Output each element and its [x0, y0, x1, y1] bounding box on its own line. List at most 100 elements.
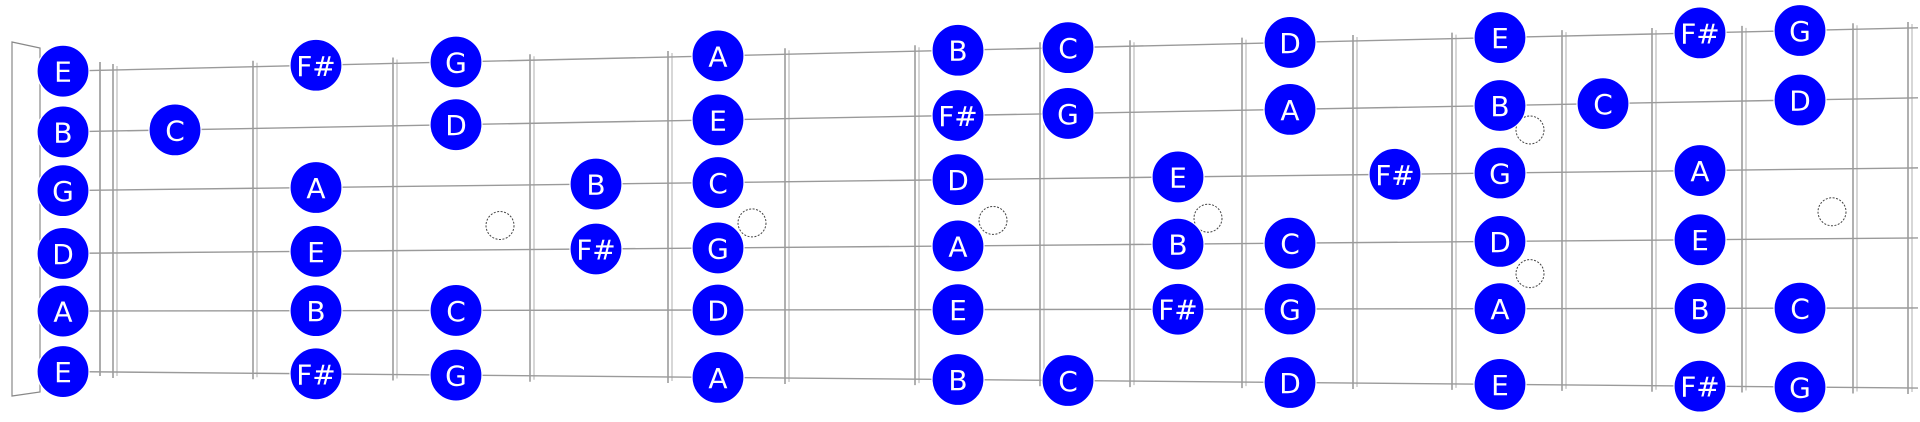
- note-label: F#: [1680, 17, 1720, 50]
- note-marker: G: [429, 348, 483, 402]
- note-marker: B: [931, 352, 985, 407]
- note-label: D: [1279, 367, 1301, 400]
- note-marker: F#: [289, 38, 343, 92]
- note-dot: [429, 98, 483, 152]
- note-dot: [691, 350, 745, 404]
- note-dot: [1041, 353, 1095, 408]
- note-label: A: [948, 230, 967, 263]
- note-label: B: [53, 116, 72, 149]
- note-marker: A: [289, 160, 343, 215]
- note-marker: G: [1473, 146, 1527, 200]
- inlay-marker-fret-15: [1817, 197, 1847, 227]
- note-marker: F#: [289, 347, 343, 401]
- note-dot: [691, 221, 745, 275]
- note-marker: D: [691, 283, 745, 337]
- note-dot: [931, 23, 985, 77]
- note-label: G: [1789, 372, 1811, 405]
- note-label: G: [52, 175, 74, 208]
- note-dot: [1773, 281, 1827, 335]
- note-marker: A: [1473, 282, 1527, 336]
- note-dot: [1263, 355, 1317, 410]
- note-label: F#: [938, 100, 978, 133]
- note-marker: G: [1263, 282, 1317, 336]
- note-dot: [1673, 213, 1727, 267]
- note-marker: E: [289, 224, 343, 278]
- note-dot: [289, 224, 343, 278]
- note-dot: [1041, 21, 1095, 75]
- inlay-marker-fret-3: [485, 211, 515, 241]
- note-marker: F#: [569, 222, 623, 276]
- inlay-markers: [485, 115, 1847, 289]
- note-dot: [1773, 3, 1827, 58]
- note-label: G: [445, 360, 467, 393]
- note-dot: [1151, 282, 1205, 336]
- note-dot: [1151, 217, 1205, 271]
- note-label: F#: [296, 50, 336, 83]
- note-marker: E: [1673, 213, 1727, 267]
- note-label: D: [707, 294, 729, 327]
- note-marker: D: [1263, 355, 1317, 410]
- note-dot: [1263, 216, 1317, 270]
- note-dot: [1773, 360, 1827, 414]
- note-label: F#: [1680, 371, 1720, 404]
- note-label: G: [445, 46, 467, 79]
- note-marker: A: [931, 219, 985, 273]
- note-marker: E: [1473, 357, 1527, 411]
- note-dot: [1576, 77, 1630, 131]
- note-marker: A: [36, 284, 90, 338]
- note-dot: [429, 283, 483, 338]
- note-dot: [429, 348, 483, 402]
- note-label: G: [707, 232, 729, 265]
- note-marker: C: [1773, 281, 1827, 335]
- note-dot: [1473, 357, 1527, 411]
- note-dot: [931, 352, 985, 407]
- note-label: C: [1593, 88, 1613, 121]
- note-dot: [1473, 214, 1527, 269]
- note-dot: [931, 88, 985, 143]
- note-label: B: [948, 364, 967, 397]
- inlay-marker-fret-9: [1193, 203, 1223, 233]
- note-dot: [1041, 86, 1095, 141]
- note-dot: [1473, 282, 1527, 336]
- note-label: B: [948, 35, 967, 68]
- note-dot: [1673, 281, 1727, 335]
- note-dot: [1263, 82, 1317, 136]
- note-dot: [569, 222, 623, 276]
- note-dot: [1263, 282, 1317, 336]
- note-marker: A: [691, 29, 745, 83]
- note-marker: B: [1473, 78, 1527, 133]
- note-label: D: [445, 109, 467, 142]
- note-label: F#: [296, 358, 336, 391]
- note-label: G: [1489, 158, 1511, 191]
- nut-outline: [11, 41, 41, 397]
- note-marker: D: [429, 98, 483, 152]
- note-label: E: [949, 294, 967, 327]
- note-label: D: [52, 238, 74, 271]
- note-marker: C: [1576, 77, 1630, 131]
- note-label: D: [947, 164, 969, 197]
- note-label: A: [1490, 293, 1509, 326]
- note-dot: [691, 155, 745, 210]
- note-label: C: [165, 114, 185, 147]
- note-label: D: [1279, 27, 1301, 60]
- note-marker: F#: [1673, 359, 1727, 413]
- note-marker: B: [569, 157, 623, 211]
- note-marker: C: [1041, 353, 1095, 408]
- note-marker: B: [1151, 217, 1205, 271]
- note-label: E: [1169, 161, 1187, 194]
- note-dot: [1263, 15, 1317, 70]
- note-marker: D: [36, 226, 90, 281]
- note-marker: G: [1773, 3, 1827, 58]
- fret-lines: [112, 22, 1913, 394]
- note-label: A: [708, 362, 727, 395]
- note-dot: [429, 35, 483, 89]
- note-dot: [1673, 143, 1727, 198]
- note-marker: F#: [931, 88, 985, 143]
- note-dot: [289, 160, 343, 215]
- note-label: E: [1491, 369, 1509, 402]
- note-marker: E: [36, 44, 90, 98]
- note-marker: G: [36, 164, 90, 218]
- note-marker: E: [691, 93, 745, 147]
- note-label: A: [53, 296, 72, 329]
- note-marker: G: [1041, 86, 1095, 141]
